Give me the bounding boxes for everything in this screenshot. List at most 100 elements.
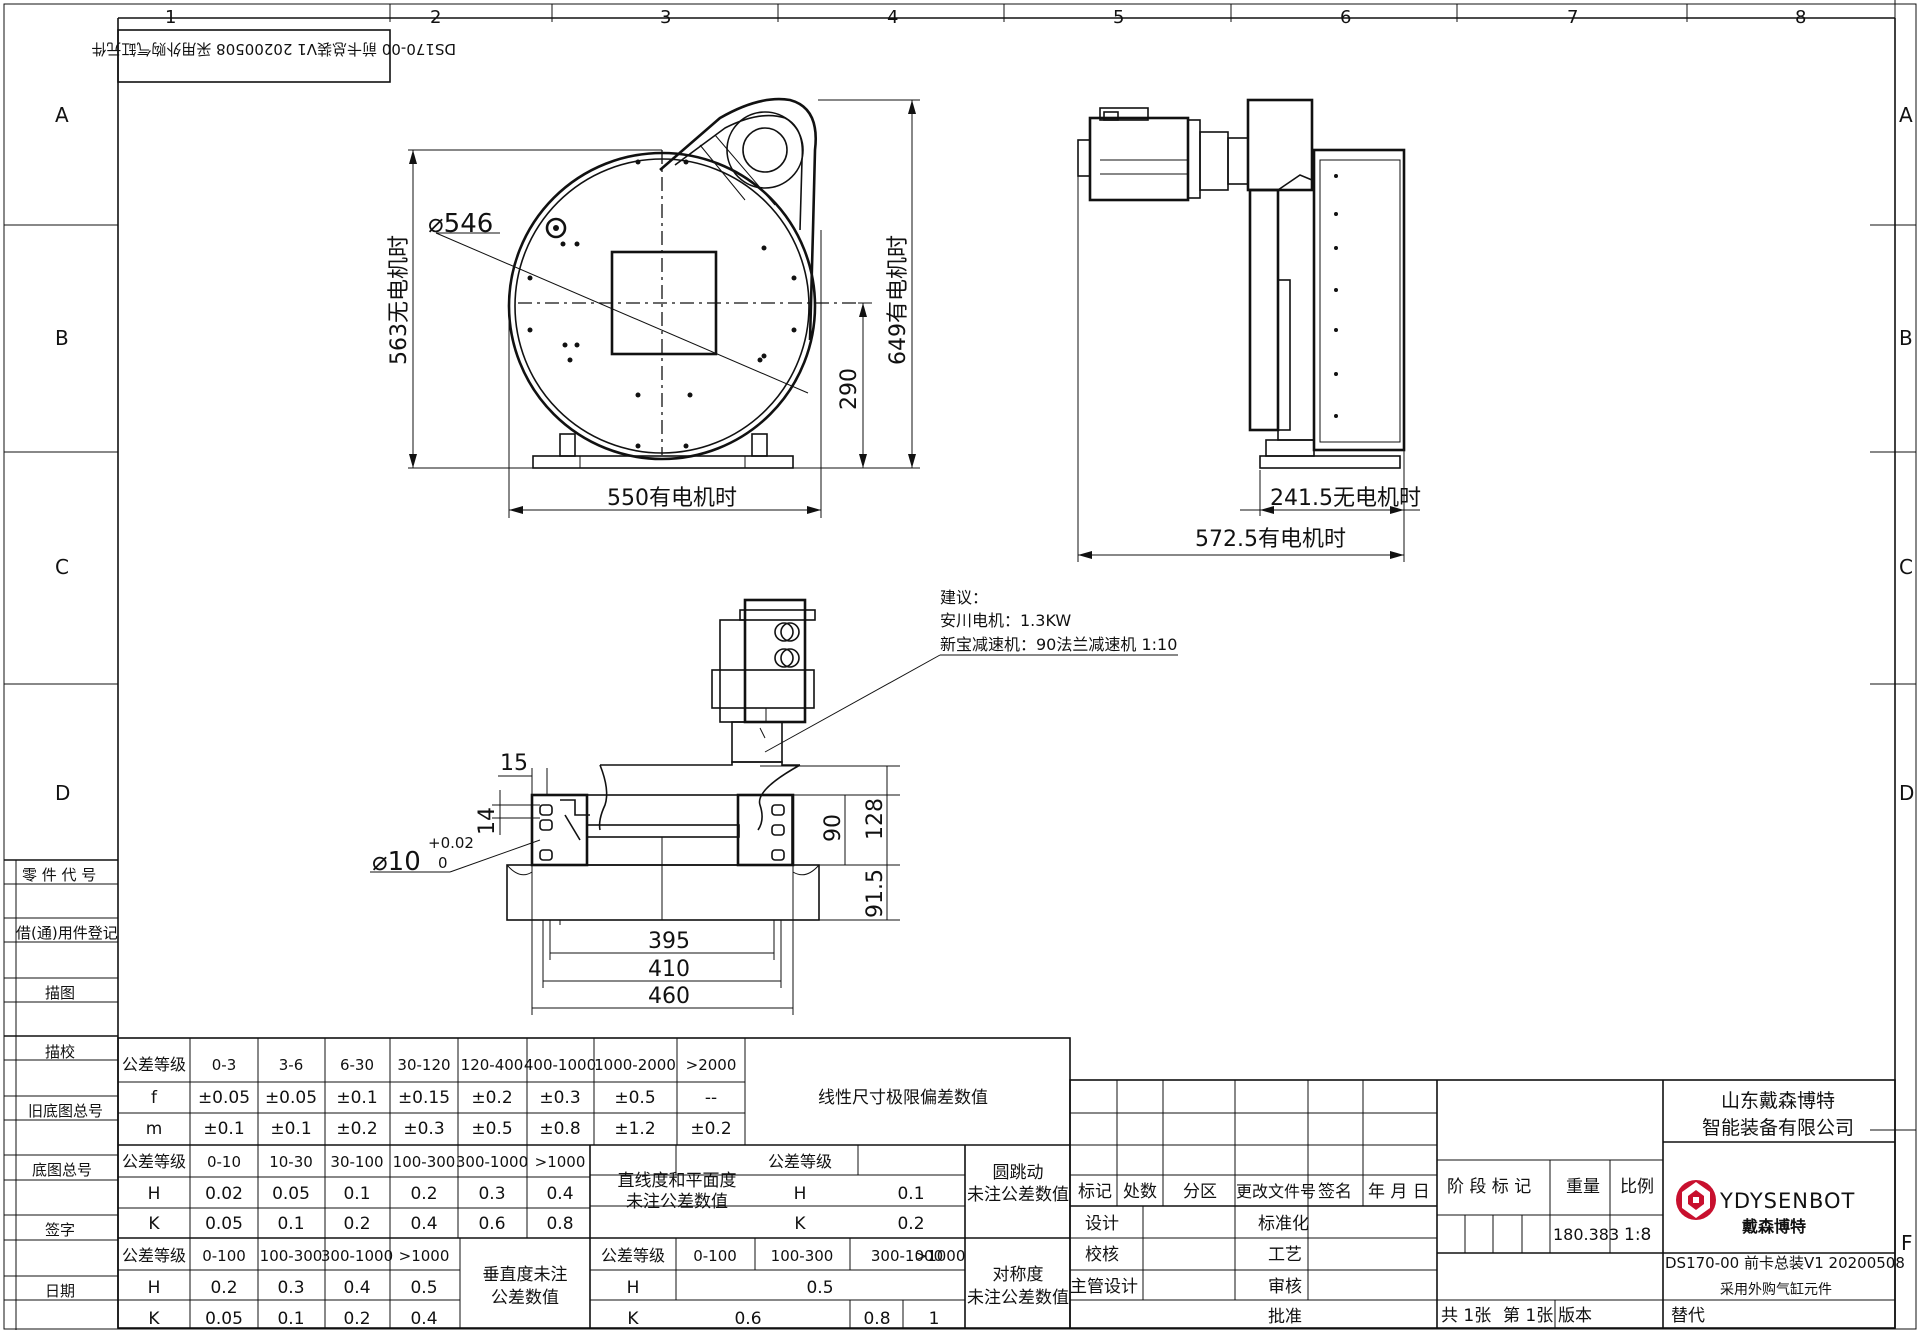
linear-header-6: 400-1000 <box>524 1056 596 1074</box>
top-dim-14: 14 <box>475 807 500 835</box>
recommendation-title: 建议： <box>940 588 988 607</box>
linear-cell-1-6: ±0.8 <box>539 1119 580 1139</box>
front-width-with-motor: 550有电机时 <box>607 486 737 511</box>
straight-cell-0-2: 0.05 <box>272 1184 310 1204</box>
top-dim-90: 90 <box>821 814 846 842</box>
side-depth-with-motor: 572.5有电机时 <box>1195 527 1346 552</box>
linear-header-0: 公差等级 <box>122 1055 186 1074</box>
linear-cell-1-3: ±0.2 <box>336 1119 377 1139</box>
linear-cell-1-1: ±0.1 <box>203 1119 244 1139</box>
left-base-no: 底图总号 <box>32 1161 92 1179</box>
rev-header-zone: 分区 <box>1183 1182 1217 1202</box>
front-diameter-value: 546 <box>444 209 494 239</box>
role-approve: 批准 <box>1268 1307 1302 1327</box>
top-dim-15: 15 <box>500 751 528 776</box>
zone-row-a-right: A <box>1899 103 1913 127</box>
straight-header-5: 300-1000 <box>456 1153 528 1171</box>
left-date: 日期 <box>45 1282 75 1300</box>
straight-header-3: 30-100 <box>330 1153 383 1171</box>
runout-cell-1-1: 0.2 <box>897 1214 924 1234</box>
tolerance-table <box>117 1037 1071 1329</box>
straight-header-0: 公差等级 <box>122 1152 186 1171</box>
straight-header-4: 100-300 <box>393 1153 456 1171</box>
straight-caption-1: 直线度和平面度 <box>618 1171 737 1191</box>
linear-cell-1-4: ±0.3 <box>403 1119 444 1139</box>
replace-label: 替代 <box>1671 1306 1705 1326</box>
linear-cell-0-7: ±0.5 <box>614 1088 655 1108</box>
rev-header-date: 年 月 日 <box>1368 1182 1430 1202</box>
zone-col-1: 1 <box>165 7 176 28</box>
top-hole-tol-upper: +0.02 <box>428 834 474 852</box>
front-center-height: 290 <box>837 368 862 410</box>
linear-cell-1-8: ±0.2 <box>690 1119 731 1139</box>
side-depth-no-motor: 241.5无电机时 <box>1270 486 1421 511</box>
mirrored-title: DS170-00 前卡总装V1 20200508 采用外购气缸元件 <box>91 40 456 58</box>
straight-cell-1-5: 0.6 <box>478 1214 505 1234</box>
company-name-1: 山东戴森博特 <box>1721 1090 1835 1112</box>
role-lead-design: 主管设计 <box>1070 1277 1138 1297</box>
top-hole-label: ⌀10 <box>372 847 421 877</box>
perp-cell-1-2: 0.1 <box>277 1309 304 1329</box>
sym-header-2: 100-300 <box>771 1247 834 1265</box>
straight-cell-1-3: 0.2 <box>343 1214 370 1234</box>
perp-header-3: 300-1000 <box>321 1247 393 1265</box>
perp-cell-1-1: 0.05 <box>205 1309 243 1329</box>
sym-header-4: >1000 <box>915 1247 966 1265</box>
left-registration-column: 零 件 代 号 借(通)用件登记 描图 描校 旧底图总号 底图总号 签字 日期 <box>4 859 118 1330</box>
top-dim-128: 128 <box>863 798 888 840</box>
left-trace-check: 描校 <box>45 1043 75 1061</box>
sym-cell-1-2: 0.8 <box>863 1309 890 1329</box>
linear-header-2: 3-6 <box>279 1056 304 1074</box>
zone-labels: 1 2 3 4 5 6 7 8 A B C D A B C D F 5 6 7 … <box>55 7 1914 1337</box>
left-signature: 签字 <box>45 1221 75 1239</box>
front-diameter-label: ⌀546 <box>428 209 493 239</box>
zone-row-f-right: F <box>1901 1231 1913 1255</box>
zone-col-8: 8 <box>1795 7 1806 28</box>
perp-cell-0-4: 0.5 <box>410 1278 437 1298</box>
rev-header-sign: 签名 <box>1318 1182 1352 1202</box>
linear-cell-0-0: f <box>151 1088 158 1108</box>
perp-header-2: 100-300 <box>260 1247 323 1265</box>
sym-caption-1: 对称度 <box>993 1265 1044 1285</box>
weight-value: 180.383 <box>1553 1225 1619 1244</box>
perp-cell-0-1: 0.2 <box>210 1278 237 1298</box>
linear-cell-0-2: ±0.05 <box>265 1088 317 1108</box>
linear-caption: 线性尺寸极限偏差数值 <box>818 1088 988 1108</box>
perp-cell-1-4: 0.4 <box>410 1309 437 1329</box>
linear-header-5: 120-400 <box>461 1056 524 1074</box>
rev-header-mark: 标记 <box>1078 1182 1112 1202</box>
sym-cell-1-1: 0.6 <box>734 1309 761 1329</box>
rev-header-change-doc: 更改文件号 <box>1236 1182 1316 1201</box>
straight-cell-0-4: 0.2 <box>410 1184 437 1204</box>
linear-cell-1-2: ±0.1 <box>270 1119 311 1139</box>
weight-label: 重量 <box>1566 1177 1600 1197</box>
linear-cell-0-4: ±0.15 <box>398 1088 450 1108</box>
sym-header-3: 300-1000 <box>871 1247 943 1265</box>
scale-label: 比例 <box>1620 1177 1654 1197</box>
front-height-with-motor: 649有电机时 <box>886 235 911 365</box>
role-process: 工艺 <box>1268 1245 1302 1265</box>
front-view: ⌀546 563无电机时 649有电机时 290 550有电机时 <box>387 97 920 518</box>
scale-value: 1:8 <box>1624 1225 1651 1245</box>
sym-cell-1-0: K <box>627 1309 639 1329</box>
perp-cell-0-0: H <box>148 1278 161 1298</box>
zone-row-d: D <box>55 781 70 805</box>
straight-header-1: 0-10 <box>207 1153 241 1171</box>
perp-cell-0-2: 0.3 <box>277 1278 304 1298</box>
perp-cell-0-3: 0.4 <box>343 1278 370 1298</box>
straight-cell-0-3: 0.1 <box>343 1184 370 1204</box>
linear-header-7: 1000-2000 <box>594 1056 676 1074</box>
linear-cell-0-8: -- <box>705 1088 717 1108</box>
straight-cell-1-2: 0.1 <box>277 1214 304 1234</box>
role-review: 审核 <box>1268 1277 1302 1297</box>
sheet-no: 第 1张 <box>1503 1306 1553 1326</box>
linear-cell-0-6: ±0.3 <box>539 1088 580 1108</box>
company-logo: YDYSENBOT 戴森博特 <box>1676 1180 1854 1236</box>
stage-label: 阶 段 标 记 <box>1447 1177 1531 1197</box>
version-label: 版本 <box>1558 1306 1592 1326</box>
linear-cell-0-1: ±0.05 <box>198 1088 250 1108</box>
top-dim-410: 410 <box>648 957 690 982</box>
straight-cell-0-5: 0.3 <box>478 1184 505 1204</box>
zone-col-2: 2 <box>430 7 441 28</box>
